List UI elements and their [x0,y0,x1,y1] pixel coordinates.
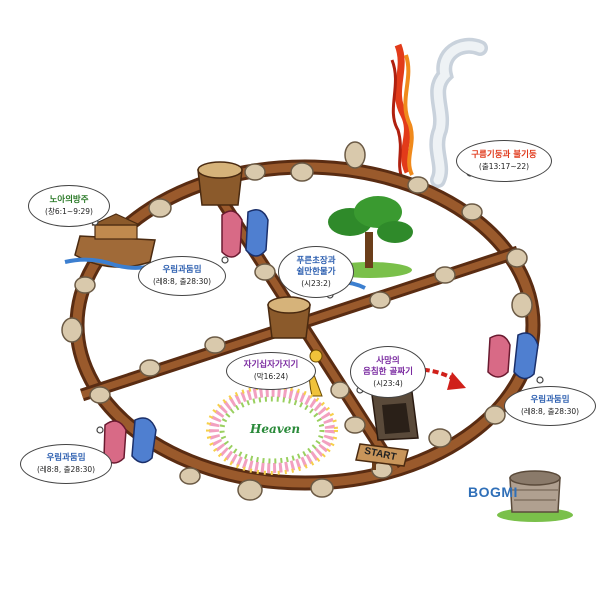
fire-pillar-icon [390,43,414,179]
bubble-ref: (레8:8, 출28:30) [36,465,96,474]
bubble-ref: (창6:1~9:29) [45,207,93,216]
bubble-title: 구름기둥과 불기둥 [471,150,537,160]
urim-thummim-left [103,417,157,464]
cloud-pillar-icon [429,37,488,188]
valley-cave [371,391,419,441]
bubble-urim-right: 우림과둠밈 (레8:8, 출28:30) [504,386,596,426]
bubble-valley: 사망의 음침한 골짜기 (시23:4) [350,346,426,398]
heaven-label: Heaven [250,422,301,436]
bubble-title: 노아의방주 [49,195,89,205]
urim-thummim-right [487,332,539,380]
bubble-title: 우림과둠밈 [530,395,570,405]
well-icon [497,470,573,522]
bubble-urim-left: 우림과둠밈 (레8:8, 출28:30) [20,444,112,484]
bubble-title: 자기십자가지기 [243,360,299,370]
ring-stones [61,141,533,501]
bubble-noah: 노아의방주 (창6:1~9:29) [28,185,110,227]
bubble-ref: (막16:24) [253,372,289,381]
brand-logo: BOGMI [468,484,518,500]
stump-icon [197,161,243,206]
thummim-stone-icon [131,417,157,464]
urim-stone-icon [487,334,511,378]
stump-icon [267,296,311,339]
thummim-stone-icon [245,209,269,257]
bubble-ref: (레8:8, 출28:30) [520,407,580,416]
start-sign-icon [355,443,409,470]
bubble-ref: (시23:4) [373,378,403,388]
bubble-urim-top: 우림과둠밈 (레8:8, 출28:30) [138,256,226,296]
bubble-title: 우림과둠밈 [46,453,86,463]
bubble-ref: (시23:2) [301,278,331,288]
bubble-pillar: 구름기둥과 불기둥 (출13:17~22) [456,140,552,182]
bubble-cross: 자기십자가지기 (막16:24) [226,352,316,390]
heaven-wreath [206,385,338,475]
bubble-title: 우림과둠밈 [162,265,202,275]
urim-thummim-top [221,209,269,258]
bubble-title: 푸른초장과 쉴만한물가 [296,255,336,277]
thummim-stone-icon [513,332,539,380]
ark-icon [64,213,166,270]
urim-stone-icon [221,210,243,258]
bubble-pasture: 푸른초장과 쉴만한물가 (시23:2) [278,246,354,298]
bubble-ref: (출13:17~22) [478,162,530,171]
bubble-ref: (레8:8, 출28:30) [152,277,212,286]
bubble-title: 사망의 음침한 골짜기 [363,355,413,377]
